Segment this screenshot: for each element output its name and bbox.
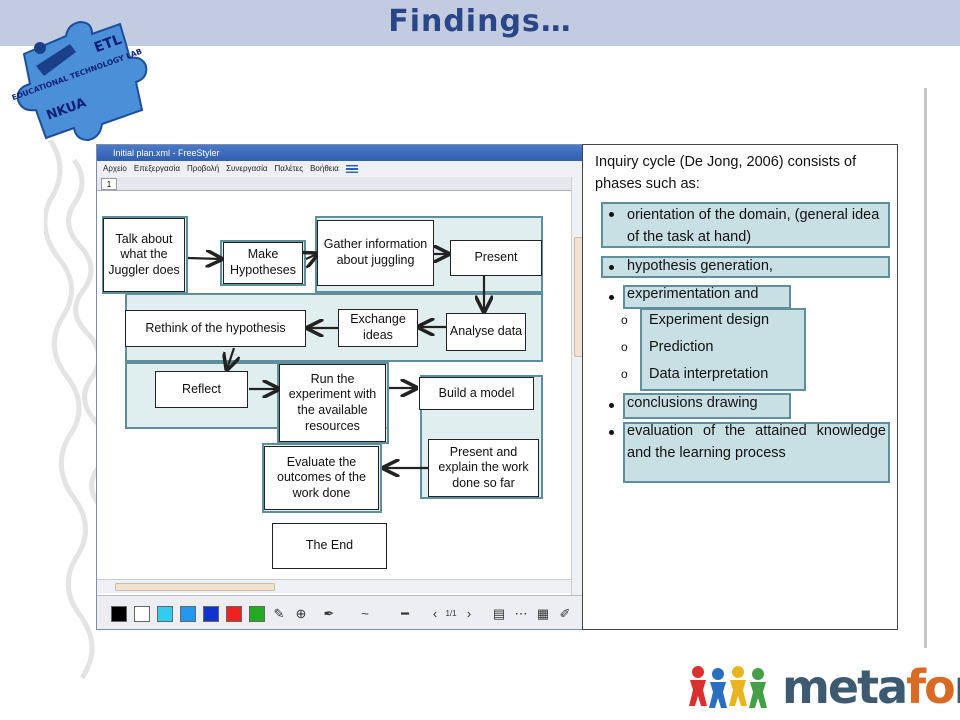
sub-phase-data-interpretation: Data interpretation [649,366,769,382]
node-analyse-data[interactable]: Analyse data [446,313,526,351]
people-icon [689,666,767,708]
next-page-icon[interactable]: › [466,606,472,621]
phase-conclusions: conclusions drawing [627,395,758,411]
circle-bullet-icon: o [621,340,628,354]
bullet-icon [609,212,614,217]
window-titlebar: Initial plan.xml - FreeStyler [97,145,585,161]
phase-orientation: orientation of the domain, (general idea… [627,207,880,245]
etl-logo: ETL EDUCATIONAL TECHNOLOGY LAB NKUA [6,6,152,146]
diagram-canvas[interactable]: Talk about what the Juggler does Make Hy… [97,192,571,592]
wordmark-part: meta [782,660,908,714]
node-make-hypotheses[interactable]: Make Hypotheses [223,242,303,284]
horizontal-scrollbar[interactable] [97,579,571,593]
menu-bar: Αρχείο Επεξεργασία Προβολή Συνεργασία Πα… [97,161,585,177]
circle-bullet-icon: o [621,367,628,381]
title-bar [0,0,960,46]
phase-hypothesis-generation: hypothesis generation, [627,258,773,274]
menu-item-view[interactable]: Προβολή [186,164,220,173]
phase-highlight [623,422,890,483]
brush-icon[interactable]: ✐ [559,606,571,621]
inquiry-cycle-panel: Inquiry cycle (De Jong, 2006) consists o… [582,144,898,630]
page-tabs: 1 [97,177,585,191]
right-divider [924,88,927,648]
node-build-model[interactable]: Build a model [419,377,534,410]
page-indicator: 1/1 [445,609,457,618]
slide-title: Findings… [388,4,572,39]
menu-item-collaboration[interactable]: Συνεργασία [226,164,268,173]
decorative-puzzle-strip [44,140,100,720]
color-swatch-white[interactable] [134,606,150,622]
color-swatch-green[interactable] [249,606,265,622]
color-swatch-red[interactable] [226,606,242,622]
phase-evaluation: evaluation of the attained knowledge and… [627,423,886,461]
node-run-experiment[interactable]: Run the experiment with the available re… [279,364,386,442]
color-swatch-black[interactable] [111,606,127,622]
menu-item-edit[interactable]: Επεξεργασία [133,164,180,173]
wordmark-part: fo [906,660,956,714]
color-swatch-cyan[interactable] [157,606,173,622]
sub-phase-prediction: Prediction [649,339,714,355]
scroll-thumb[interactable] [115,583,275,591]
menu-item-help[interactable]: Βοήθεια [310,164,339,173]
sub-phase-experiment-design: Experiment design [649,312,770,328]
flag-icon [345,165,358,173]
zoom-icon[interactable]: ⊕ [295,606,307,621]
node-present-explain[interactable]: Present and explain the work done so far [428,439,539,497]
grid-icon[interactable]: ▦ [536,606,550,621]
eraser-icon[interactable]: ✎ [273,606,285,621]
tab-page-1[interactable]: 1 [101,178,117,190]
node-exchange-ideas[interactable]: Exchange ideas [338,309,418,347]
phase-highlight [623,393,791,419]
sub-phase-highlight [640,308,806,391]
inquiry-intro: Inquiry cycle (De Jong, 2006) consists o… [595,154,857,192]
prev-page-icon[interactable]: ‹ [432,606,438,621]
node-rethink-hypothesis[interactable]: Rethink of the hypothesis [125,310,306,347]
phase-highlight [601,202,890,248]
puzzle-logo-icon [16,20,148,142]
color-swatch-blue[interactable] [203,606,219,622]
node-evaluate-outcomes[interactable]: Evaluate the outcomes of the work done [264,446,379,510]
circle-bullet-icon: o [621,313,628,327]
menu-item-palettes[interactable]: Παλέτες [274,164,304,173]
metafora-logo: metafora [688,660,960,718]
wordmark-part: ra [954,660,960,714]
menu-item-file[interactable]: Αρχείο [103,164,127,173]
line-style-icon[interactable]: ~ [361,606,369,621]
tool-palette: ✎ ⊕ ✒ ~ ━ ‹ 1/1 › ▤ ⋯ ▦ ✐ [97,595,585,629]
node-present[interactable]: Present [450,240,542,276]
phase-highlight [601,256,890,278]
diagram-arrows [187,192,571,592]
node-the-end[interactable]: The End [272,523,387,569]
metafora-wordmark: metafora [782,660,960,714]
node-talk-about-juggler[interactable]: Talk about what the Juggler does [103,218,185,292]
node-reflect[interactable]: Reflect [155,371,248,408]
node-gather-information[interactable]: Gather information about juggling [317,220,434,286]
bullet-icon [609,430,614,435]
phase-experimentation: experimentation and [627,286,759,302]
bullet-icon [609,295,614,300]
color-swatch-light-blue[interactable] [180,606,196,622]
dots-icon[interactable]: ⋯ [514,606,528,621]
bullet-icon [609,265,614,270]
pen-icon[interactable]: ✒ [323,606,335,621]
freestyler-window: Initial plan.xml - FreeStyler Αρχείο Επε… [96,144,586,630]
stroke-width-icon[interactable]: ━ [401,606,409,621]
options-icon[interactable]: ▤ [492,606,506,621]
bullet-icon [609,403,614,408]
